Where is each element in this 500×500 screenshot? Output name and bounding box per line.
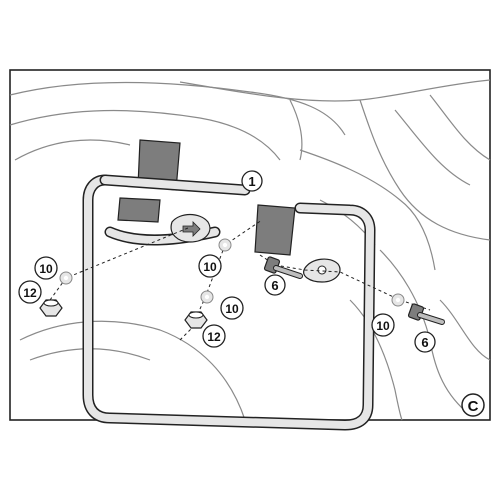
mounting-bracket-left	[117, 139, 181, 223]
callout-12: 12	[18, 280, 42, 304]
bolt	[263, 256, 303, 279]
washer	[200, 290, 214, 304]
svg-text:C: C	[468, 398, 479, 415]
svg-text:10: 10	[225, 302, 239, 316]
callout-10: 10	[220, 296, 244, 320]
bolt	[407, 303, 445, 325]
svg-text:12: 12	[23, 286, 37, 300]
svg-text:12: 12	[207, 330, 221, 344]
assembly-lines	[49, 219, 431, 341]
panel-letter-badge: C	[461, 393, 485, 417]
callout-10: 10	[34, 256, 58, 280]
svg-text:10: 10	[376, 319, 390, 333]
callout-12: 12	[202, 324, 226, 348]
washer	[391, 293, 405, 307]
callout-6: 6	[414, 331, 436, 353]
callout-6: 6	[264, 274, 286, 296]
svg-text:1: 1	[248, 174, 255, 189]
mounting-bracket-right	[254, 204, 296, 256]
callout-10: 10	[198, 254, 222, 278]
svg-text:10: 10	[203, 260, 217, 274]
washer	[218, 238, 232, 252]
washer	[59, 271, 73, 285]
frame-tab-right	[303, 258, 341, 283]
svg-text:6: 6	[421, 335, 428, 350]
diagram-frame	[9, 69, 491, 421]
frame-tab-left	[170, 213, 211, 243]
svg-text:6: 6	[271, 278, 278, 293]
svg-text:10: 10	[39, 262, 53, 276]
nut	[39, 299, 63, 317]
nut	[184, 311, 208, 329]
callout-10: 10	[371, 313, 395, 337]
callout-1: 1	[241, 170, 263, 192]
